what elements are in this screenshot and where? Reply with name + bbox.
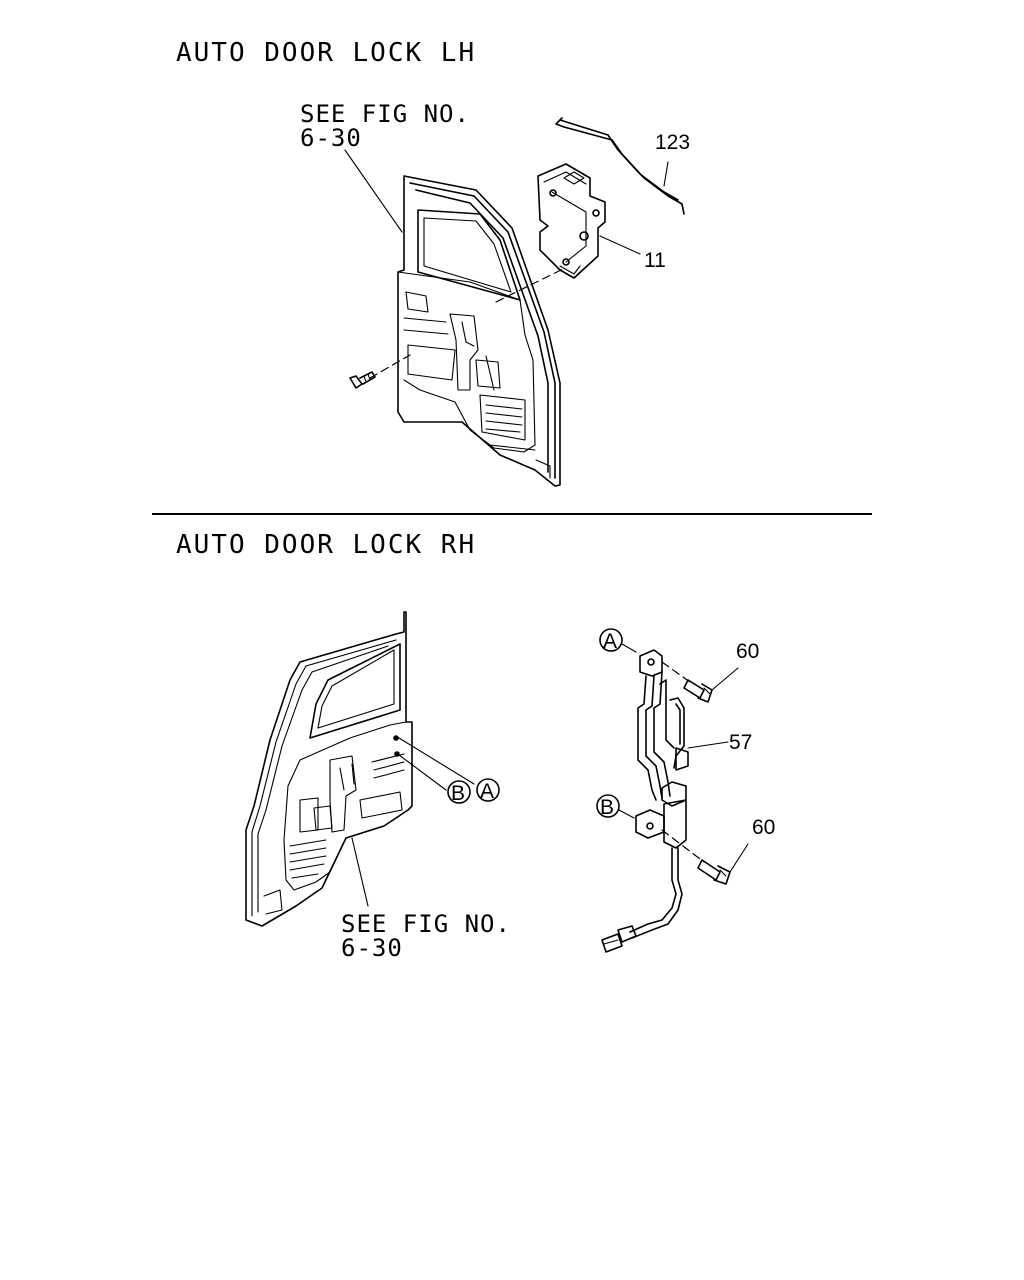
callout-123: 123 xyxy=(655,131,691,154)
see-fig-label: SEE FIG NO. xyxy=(300,100,470,128)
bolt-60-lower xyxy=(661,829,749,885)
ref-mark-b-bracket: B xyxy=(596,794,635,819)
see-fig-note-rh: SEE FIG NO. 6-30 xyxy=(341,912,511,960)
callout-60-upper: 60 xyxy=(736,640,760,663)
controller-unit-11 xyxy=(537,163,641,279)
bolt-60-upper xyxy=(661,661,739,703)
callout-11: 11 xyxy=(644,249,666,272)
rod-123 xyxy=(555,117,685,215)
see-fig-note-lh: SEE FIG NO. 6-30 xyxy=(300,102,470,150)
callout-60-lower: 60 xyxy=(752,816,776,839)
actuator-rod-57 xyxy=(601,649,729,953)
svg-text:B: B xyxy=(451,782,465,805)
see-fig-number: 6-30 xyxy=(341,934,403,962)
ref-mark-b-door: B xyxy=(447,780,471,805)
svg-text:B: B xyxy=(600,796,614,819)
svg-text:A: A xyxy=(603,630,617,653)
bolt-lh xyxy=(349,371,376,389)
see-fig-label: SEE FIG NO. xyxy=(341,910,511,938)
section-divider xyxy=(152,513,872,515)
door-panel-lh xyxy=(344,149,566,487)
section-title-lh: AUTO DOOR LOCK LH xyxy=(176,38,477,68)
see-fig-number: 6-30 xyxy=(300,124,362,152)
door-panel-rh xyxy=(245,611,475,927)
ref-mark-a-bracket: A xyxy=(599,628,637,653)
callout-57: 57 xyxy=(729,731,753,754)
svg-text:A: A xyxy=(480,780,494,803)
section-title-rh: AUTO DOOR LOCK RH xyxy=(176,530,477,560)
ref-mark-a-door: A xyxy=(476,778,500,803)
